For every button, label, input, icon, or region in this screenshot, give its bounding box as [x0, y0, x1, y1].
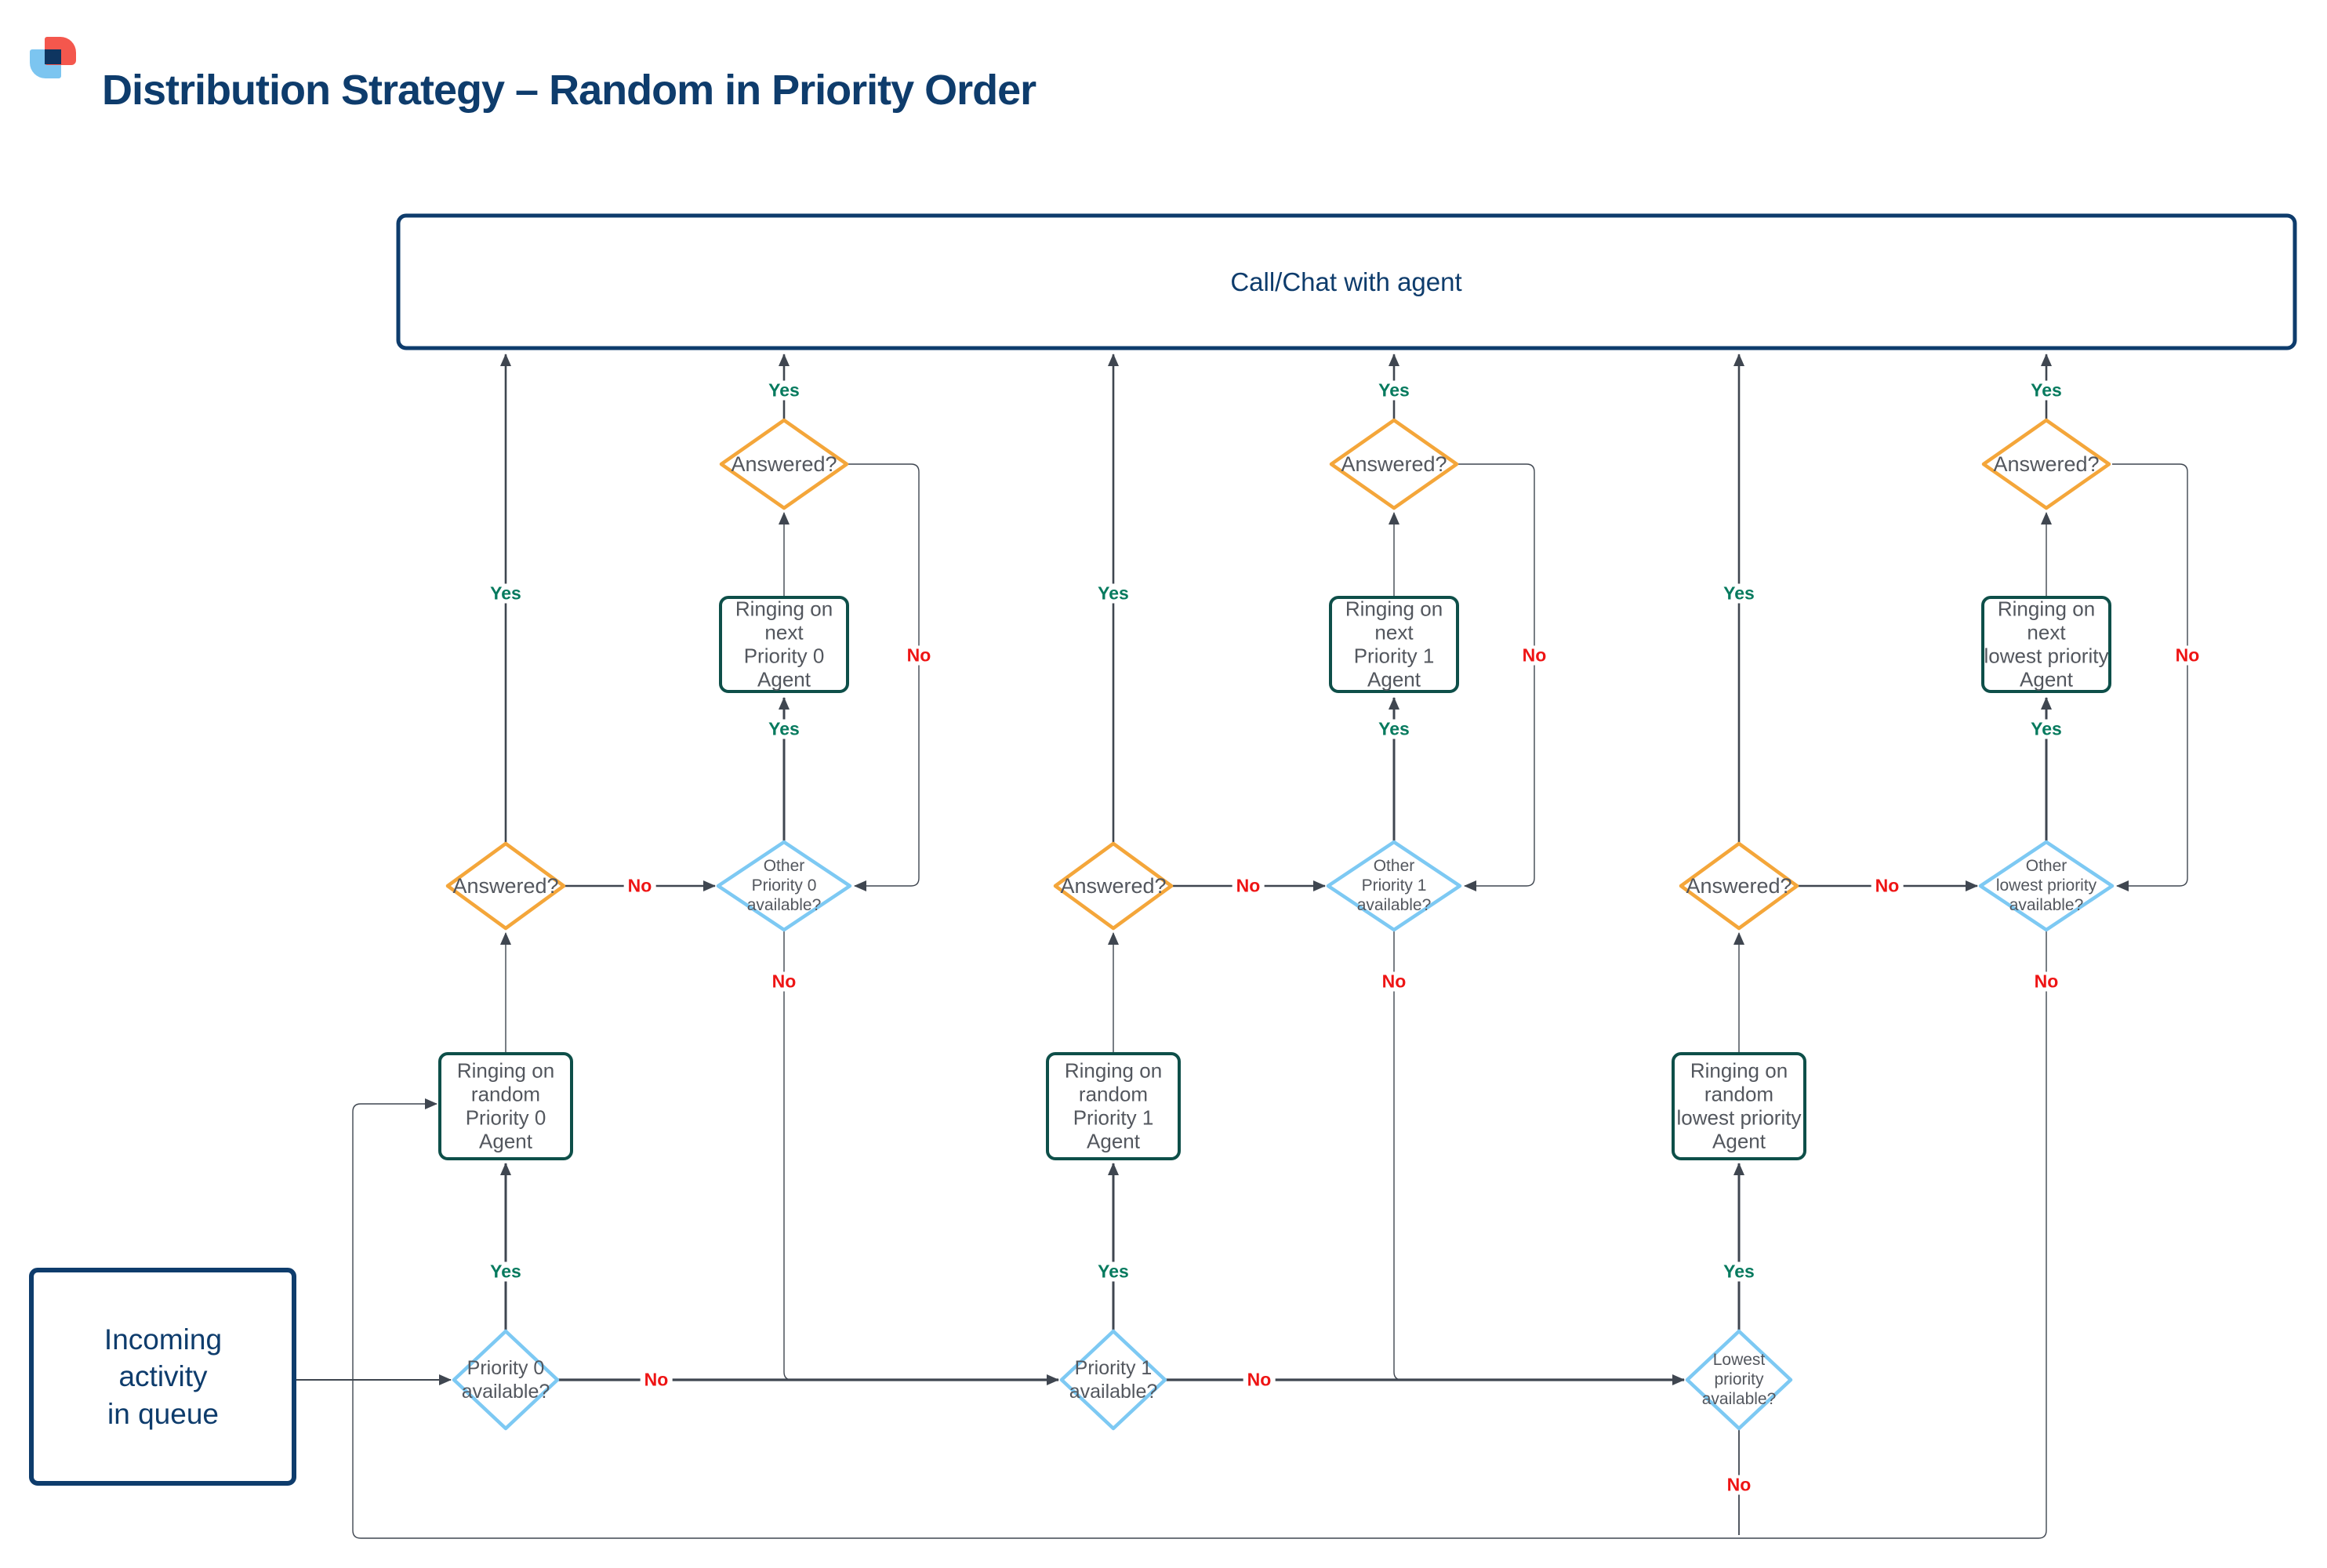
- node-lowest-available-diamond: [1685, 1329, 1793, 1431]
- no-label-loop-col0: No: [902, 645, 935, 666]
- edge-feedback-to-ring-random-priority0: [352, 1098, 2038, 1539]
- ring-next-col0-label: Ringing on next Priority 0 Agent: [735, 597, 833, 692]
- ring-next-col2-label: Ringing on next lowest priority Agent: [1984, 597, 2109, 692]
- incoming-activity-label: Incoming activity in queue: [103, 1323, 223, 1430]
- node-call-chat-with-agent: [396, 213, 2297, 350]
- yes-label-available-col0: Yes: [486, 1261, 525, 1282]
- no-label-lowest-down: No: [1723, 1475, 1755, 1495]
- next-answered-col0-label: Answered?: [731, 452, 837, 476]
- edge-other-no-down-col1: [1393, 930, 1403, 1381]
- yes-label-other-col1: Yes: [1374, 719, 1414, 739]
- other-lowest-label: Other lowest priority available?: [1995, 856, 2097, 914]
- node-ring-random-col0: [438, 1052, 573, 1160]
- edge-next-answered-no-loop-col1: [1457, 463, 1535, 891]
- no-label-answered-col1: No: [1232, 876, 1265, 896]
- edge-next-answered-no-loop-col0: [847, 463, 920, 891]
- ring-random-col1-label: Ringing on random Priority 1 Agent: [1064, 1058, 1163, 1154]
- answered-col2-label: Answered?: [1686, 873, 1792, 898]
- node-incoming-activity: [29, 1268, 296, 1486]
- node-answered-col1: [1053, 841, 1174, 931]
- node-answered-col2: [1679, 841, 1799, 931]
- priority1-available-label: Priority 1 available?: [1069, 1357, 1158, 1403]
- next-answered-col2-label: Answered?: [1993, 452, 2100, 476]
- no-label-available-col0: No: [640, 1370, 673, 1390]
- lowest-available-label: Lowest priority available?: [1701, 1350, 1777, 1408]
- yes-label-other-col0: Yes: [764, 719, 804, 739]
- no-label-answered-col2: No: [1871, 876, 1904, 896]
- node-ring-random-col1: [1046, 1052, 1181, 1160]
- node-priority1-available-diamond: [1059, 1329, 1167, 1431]
- yes-label-next-answered-col1: Yes: [1374, 380, 1414, 401]
- no-label-loop-col2: No: [2171, 645, 2204, 666]
- yes-label-next-answered-col0: Yes: [764, 380, 804, 401]
- node-next-answered-col1: [1329, 418, 1459, 510]
- yes-label-next-answered-col2: Yes: [2027, 380, 2066, 401]
- node-next-answered-col2: [1981, 418, 2111, 510]
- node-other-priority1-diamond: [1326, 840, 1462, 932]
- node-other-priority0-diamond: [716, 840, 852, 932]
- edge-other-no-down-col0: [783, 930, 793, 1381]
- edge-other-no-down-col2: [2038, 930, 2047, 1539]
- edge-next-answered-no-loop-col2: [2112, 463, 2188, 891]
- node-priority0-available-diamond: [452, 1329, 560, 1431]
- yes-label-other-col2: Yes: [2027, 719, 2066, 739]
- answered-col1-label: Answered?: [1060, 873, 1167, 898]
- node-other-lowest-diamond: [1978, 840, 2115, 932]
- other-priority1-label: Other Priority 1 available?: [1356, 856, 1432, 914]
- no-label-answered-col0: No: [623, 876, 656, 896]
- app-logo-icon: [30, 35, 78, 81]
- yes-label-answered-col1: Yes: [1094, 583, 1133, 604]
- ring-random-col2-label: Ringing on random lowest priority Agent: [1676, 1058, 1802, 1154]
- yes-label-available-col2: Yes: [1719, 1261, 1759, 1282]
- answered-col0-label: Answered?: [452, 873, 559, 898]
- no-label-loop-col1: No: [1518, 645, 1551, 666]
- node-ring-next-col1: [1329, 596, 1459, 693]
- yes-label-available-col1: Yes: [1094, 1261, 1133, 1282]
- page-title: Distribution Strategy – Random in Priori…: [102, 67, 1036, 114]
- priority0-available-label: Priority 0 available?: [461, 1357, 550, 1403]
- node-ring-next-col0: [719, 596, 849, 693]
- yes-label-answered-col0: Yes: [486, 583, 525, 604]
- yes-label-answered-col2: Yes: [1719, 583, 1759, 604]
- node-next-answered-col0: [719, 418, 849, 510]
- other-priority0-label: Other Priority 0 available?: [746, 856, 822, 914]
- next-answered-col1-label: Answered?: [1341, 452, 1447, 476]
- ring-random-col0-label: Ringing on random Priority 0 Agent: [456, 1058, 555, 1154]
- no-label-available-col1: No: [1243, 1370, 1276, 1390]
- no-label-other-down-col1: No: [1378, 971, 1410, 992]
- node-ring-random-col2: [1672, 1052, 1806, 1160]
- no-label-other-down-col0: No: [768, 971, 800, 992]
- call-chat-label: Call/Chat with agent: [1230, 267, 1462, 297]
- node-ring-next-col2: [1981, 596, 2111, 693]
- no-label-other-down-col2: No: [2030, 971, 2063, 992]
- logo-navy-shape: [45, 49, 61, 64]
- node-answered-col0: [445, 841, 566, 931]
- ring-next-col1-label: Ringing on next Priority 1 Agent: [1345, 597, 1443, 692]
